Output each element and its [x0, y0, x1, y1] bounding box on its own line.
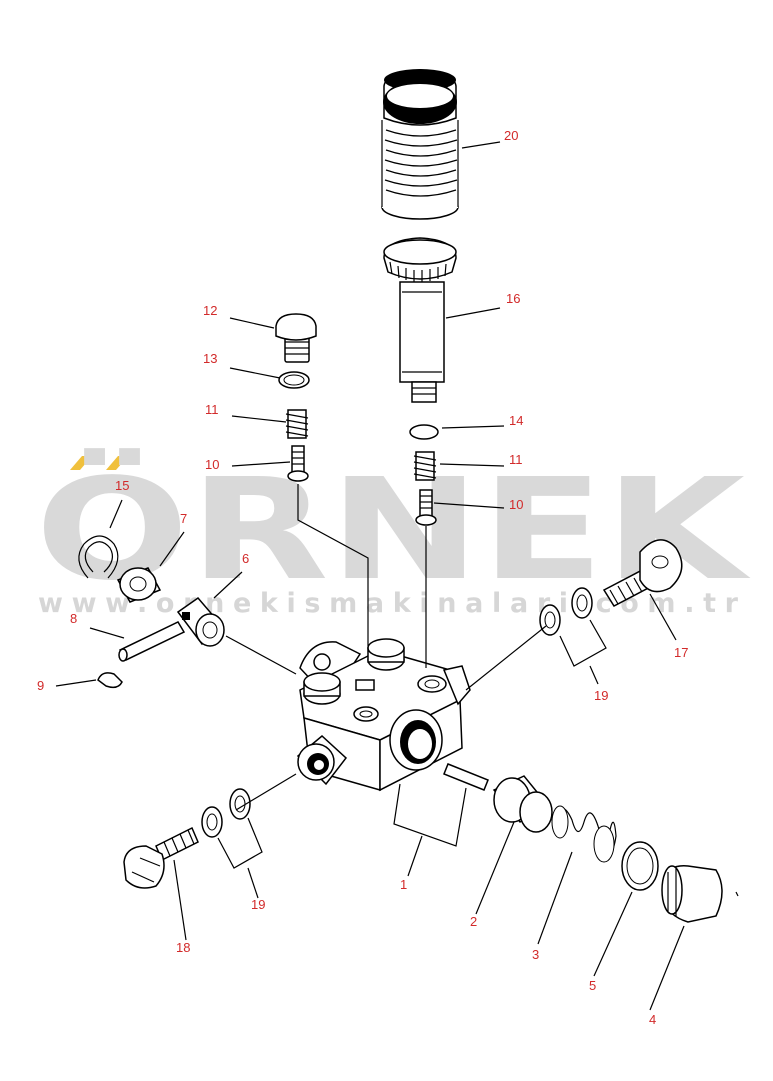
callout-10-right: 10 [509, 497, 523, 512]
callout-2: 2 [470, 914, 477, 929]
callout-15: 15 [115, 478, 129, 493]
callout-17: 17 [674, 645, 688, 660]
callout-labels: 20 16 12 13 11 10 14 11 10 15 7 6 8 9 17… [37, 128, 688, 1027]
part-10-valve-left [287, 445, 309, 482]
callout-4: 4 [649, 1012, 656, 1027]
callout-11-right: 11 [509, 452, 523, 467]
callout-19-left: 19 [251, 897, 265, 912]
callout-10-left: 10 [205, 457, 219, 472]
callout-3: 3 [532, 947, 539, 962]
part-14-o-ring [409, 424, 439, 440]
part-18-banjo-bolt [123, 826, 199, 889]
part-7-bushing [116, 567, 162, 603]
callout-12: 12 [203, 303, 217, 318]
callout-1: 1 [400, 877, 407, 892]
callout-20: 20 [504, 128, 518, 143]
part-19-washers-left [201, 788, 251, 838]
callout-6: 6 [242, 551, 249, 566]
callout-7: 7 [180, 511, 187, 526]
callout-18: 18 [176, 940, 190, 955]
part-6-tappet [176, 596, 225, 647]
callout-16: 16 [506, 291, 520, 306]
callout-19-right: 19 [594, 688, 608, 703]
part-3-spring [551, 805, 617, 863]
pump-housing [296, 638, 471, 792]
callout-14: 14 [509, 413, 523, 428]
part-5-o-ring [621, 841, 659, 891]
part-10-valve-right [415, 489, 437, 526]
watermark-accent-left [70, 456, 92, 470]
part-2-piston [492, 775, 553, 833]
part-12-plug [275, 313, 317, 363]
part-13-washer [278, 371, 310, 389]
callout-8: 8 [70, 611, 77, 626]
callout-13: 13 [203, 351, 217, 366]
watermark-accent-right [106, 456, 128, 470]
leader-lines [55, 141, 739, 1011]
callout-9: 9 [37, 678, 44, 693]
part-11-spring-left [285, 409, 309, 439]
part-11-spring-right [413, 451, 437, 481]
part-4-plug [661, 865, 723, 923]
part-9-key [97, 672, 123, 689]
callout-11-left: 11 [205, 402, 219, 417]
part-20-bellows [381, 69, 459, 220]
part-8-pin [118, 621, 186, 662]
part-15-snap-ring [78, 535, 119, 579]
part-1-pin [443, 763, 489, 791]
part-16-hand-pump [383, 237, 457, 403]
watermark: ÖRNEK www.ornekismakinalari.com.tr [35, 447, 751, 619]
part-17-banjo-bolt [602, 539, 683, 607]
callout-5: 5 [589, 978, 596, 993]
